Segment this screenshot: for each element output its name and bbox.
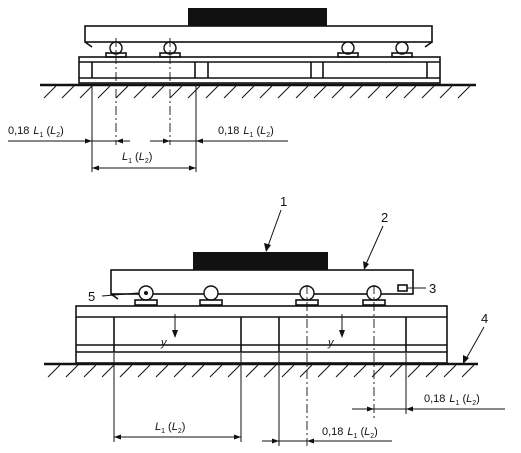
- hatch-line: [389, 364, 403, 378]
- element-3: [397, 284, 408, 292]
- hatch-line: [245, 364, 259, 378]
- hatch-line: [421, 85, 435, 99]
- dim-ratio-bottom-upper: [352, 406, 505, 412]
- hatch-line: [133, 85, 147, 99]
- axis-y-right: y: [327, 337, 335, 349]
- y-arrow-right: [339, 314, 345, 338]
- hatch-line: [295, 85, 309, 99]
- label-span-top: L1(L2): [122, 151, 152, 165]
- hatch-line: [83, 364, 97, 378]
- hatch-line: [187, 85, 201, 99]
- hatch-line: [169, 85, 183, 99]
- axis-y-left: y: [160, 337, 168, 349]
- load-block-top: [188, 8, 327, 26]
- loading-beam-bottom: [110, 269, 414, 295]
- hatch-line: [227, 364, 241, 378]
- dim-span-top: [92, 165, 196, 171]
- roller-bottom-2: [199, 285, 223, 306]
- hatch-line: [61, 85, 75, 99]
- hatch-line: [43, 85, 57, 99]
- callout-label-5: 5: [88, 289, 95, 304]
- hatch-line: [263, 364, 277, 378]
- callout-label-1: 1: [280, 194, 287, 209]
- hatch-line: [65, 364, 79, 378]
- hatch-line: [407, 364, 421, 378]
- roller-top-3: [337, 41, 359, 58]
- hatch-line: [313, 85, 327, 99]
- ground-top: [40, 83, 476, 99]
- callout-label-4: 4: [481, 311, 488, 326]
- hatch-line: [367, 85, 381, 99]
- hatch-line: [223, 85, 237, 99]
- hatch-line: [331, 85, 345, 99]
- hatch-line: [439, 85, 453, 99]
- specimen-bottom: [75, 305, 448, 364]
- callout-4: [463, 326, 485, 364]
- hatch-line: [241, 85, 255, 99]
- hatch-line: [299, 364, 313, 378]
- hatch-line: [457, 85, 471, 99]
- hatch-line: [317, 364, 331, 378]
- beam-end-right: [424, 41, 433, 48]
- callout-2: [363, 225, 384, 270]
- hatch-line: [47, 364, 61, 378]
- roller-bottom-1: [134, 285, 158, 306]
- beam-end-left: [84, 41, 93, 48]
- hatch-line: [137, 364, 151, 378]
- hatch-line: [403, 85, 417, 99]
- hatch-line: [385, 85, 399, 99]
- callout-1: [264, 209, 282, 252]
- specimen-top: [78, 56, 441, 84]
- callout-label-2: 2: [381, 210, 388, 225]
- hatch-line: [97, 85, 111, 99]
- callout-5: [101, 292, 139, 297]
- callout-label-3: 3: [429, 281, 436, 296]
- hatch-line: [101, 364, 115, 378]
- hatch-line: [115, 85, 129, 99]
- hatch-line: [335, 364, 349, 378]
- dim-span-bottom: [114, 434, 241, 440]
- ground-bottom: [44, 362, 478, 378]
- hatch-line: [259, 85, 273, 99]
- dim-top-right: [150, 138, 288, 144]
- hatch-line: [151, 85, 165, 99]
- hatch-line: [173, 364, 187, 378]
- hatch-line: [349, 85, 363, 99]
- hatch-line: [443, 364, 457, 378]
- label-span-bottom: L1(L2): [155, 421, 185, 435]
- y-arrow-left: [172, 314, 178, 338]
- hatch-line: [209, 364, 223, 378]
- loading-beam-top: [84, 25, 433, 43]
- hatch-line: [277, 85, 291, 99]
- hatch-line: [461, 364, 475, 378]
- hatch-line: [353, 364, 367, 378]
- hatch-line: [155, 364, 169, 378]
- hatch-line: [281, 364, 295, 378]
- roller-top-4: [391, 41, 413, 58]
- bottom-figure: y y L1(L2): [44, 194, 505, 446]
- hatch-line: [425, 364, 439, 378]
- dim-top-left: [8, 138, 130, 144]
- load-block-bottom: [193, 252, 328, 270]
- dim-ratio-bottom-lower: [262, 438, 392, 444]
- hatch-line: [119, 364, 133, 378]
- hatch-line: [191, 364, 205, 378]
- hatch-line: [79, 85, 93, 99]
- hatch-line: [205, 85, 219, 99]
